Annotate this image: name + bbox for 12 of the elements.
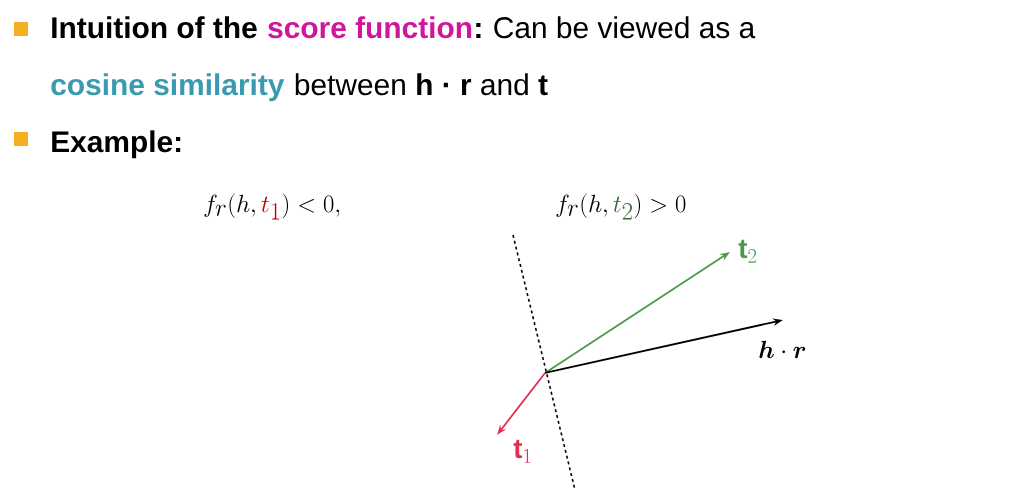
vector-label: $\mathbf{t}_1$ xyxy=(513,439,531,463)
text: : xyxy=(476,22,481,38)
text: score function xyxy=(268,16,472,39)
text: Example: xyxy=(52,130,181,159)
vector-label: $\boldsymbol{h}\cdot\boldsymbol{r}$ xyxy=(759,340,806,359)
formula: $f_r(h,{\color[HTML]{C00000}t_1}) < 0,$ xyxy=(204,193,340,220)
formula: $f_r(h,{\color[HTML]{2E6B2E}t_2}) > 0$ xyxy=(556,193,686,220)
text: Intuition of the xyxy=(52,16,257,39)
text: cosine similarity xyxy=(51,73,285,102)
text: between h · r and t xyxy=(295,73,548,96)
vector-label: $\mathbf{t}_2$ xyxy=(738,239,757,263)
text: Can be viewed as a xyxy=(494,16,756,39)
